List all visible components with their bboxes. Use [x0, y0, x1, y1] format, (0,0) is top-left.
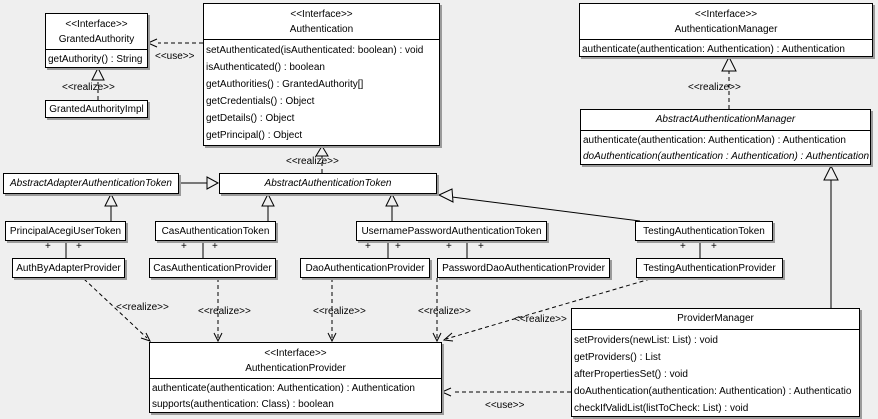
realize-label: <<realize>> [313, 306, 366, 317]
realize-label: <<realize>> [688, 82, 741, 93]
method: getCredentials() : Object [206, 96, 315, 107]
class-abstract-authentication-token: AbstractAuthenticationToken [219, 173, 437, 194]
plus-label: + [181, 241, 187, 252]
method: checkIfValidList(listToCheck: List) : vo… [574, 403, 749, 414]
class-provider-manager: ProviderManager setProviders(newList: Li… [571, 308, 860, 417]
use-provider-manager-to-authentication-provider [440, 387, 571, 397]
plus-label: + [446, 241, 452, 252]
realize-label: <<realize>> [514, 314, 567, 325]
generalization-username-password-token [385, 192, 399, 221]
class-authentication: <<Interface>> Authentication setAuthenti… [203, 3, 440, 146]
method: authenticate(authentication: Authenticat… [583, 135, 846, 146]
class-name: AuthenticationManager [674, 24, 778, 35]
method: afterPropertiesSet() : void [574, 369, 688, 380]
class-cas-authentication-token: CasAuthenticationToken [155, 221, 276, 241]
class-name: Authentication [289, 24, 354, 35]
method: authenticate(authentication: Authenticat… [152, 383, 415, 394]
class-name: TestingAuthenticationProvider [643, 262, 776, 274]
realize-label: <<realize>> [62, 82, 115, 93]
plus-label: + [76, 241, 82, 252]
class-principal-acegi-user-token: PrincipalAcegiUserToken [5, 221, 126, 241]
class-auth-by-adapter-provider: AuthByAdapterProvider [12, 258, 125, 278]
class-name: UsernamePasswordAuthenticationToken [361, 225, 542, 237]
class-name: AbstractAdapterAuthenticationToken [10, 178, 172, 189]
plus-label: + [212, 241, 218, 252]
generalization-testing-authentication-token [437, 188, 641, 222]
class-name: GrantedAuthorityImpl [49, 103, 144, 115]
method: getAuthority() : String [48, 54, 143, 65]
stereotype: <<Interface>> [290, 9, 353, 20]
use-label: <<use>> [485, 400, 525, 411]
plus-label: + [711, 241, 717, 252]
use-label: <<use>> [155, 51, 195, 62]
realize-label: <<realize>> [116, 302, 169, 313]
method: getDetails() : Object [206, 113, 295, 124]
plus-label: + [680, 241, 686, 252]
class-authentication-manager: <<Interface>> AuthenticationManager auth… [579, 3, 873, 57]
stereotype: <<Interface>> [694, 9, 758, 20]
plus-label: + [395, 241, 401, 252]
class-abstract-authentication-manager: AbstractAuthenticationManager authentica… [580, 109, 871, 165]
plus-label: + [365, 241, 371, 252]
method: getPrincipal() : Object [206, 130, 303, 141]
stereotype: <<Interface>> [65, 19, 128, 30]
generalization-principal-acegi-user-token [104, 192, 118, 221]
class-name: PasswordDaoAuthenticationProvider [442, 262, 605, 274]
method: getAuthorities() : GrantedAuthority[] [206, 79, 364, 90]
class-testing-authentication-provider: TestingAuthenticationProvider [636, 258, 783, 278]
class-testing-authentication-token: TestingAuthenticationToken [635, 221, 773, 241]
class-name: AuthenticationProvider [245, 363, 346, 374]
class-username-password-authentication-token: UsernamePasswordAuthenticationToken [356, 221, 547, 241]
method: isAuthenticated() : boolean [206, 62, 325, 73]
method: doAuthentication(authentication: Authent… [574, 386, 852, 397]
class-name: AbstractAuthenticationToken [264, 178, 392, 189]
class-granted-authority-impl: GrantedAuthorityImpl [45, 100, 148, 118]
class-name: AuthByAdapterProvider [16, 262, 121, 274]
generalization-cas-authentication-token [261, 192, 275, 221]
class-abstract-adapter-authentication-token: AbstractAdapterAuthenticationToken [3, 173, 179, 194]
class-name: GrantedAuthority [58, 34, 135, 45]
class-name: CasAuthenticationToken [161, 225, 270, 237]
class-name: PrincipalAcegiUserToken [9, 225, 122, 237]
method: supports(authentication: Class) : boolea… [152, 399, 334, 410]
method: getProviders() : List [574, 352, 661, 363]
method: authenticate(authentication: Authenticat… [582, 44, 845, 55]
plus-label: + [45, 241, 51, 252]
stereotype: <<Interface>> [264, 348, 327, 359]
method: doAuthentication(authentication : Authen… [583, 151, 870, 162]
method: setAuthenticated(isAuthenticated: boolea… [206, 45, 424, 56]
realize-label: <<realize>> [198, 306, 251, 317]
class-cas-authentication-provider: CasAuthenticationProvider [149, 258, 276, 278]
class-name: TestingAuthenticationToken [643, 225, 765, 237]
generalization-provider-manager-to-abstract-authentication-manager [823, 164, 839, 308]
class-name: DaoAuthenticationProvider [305, 262, 425, 274]
class-granted-authority: <<Interface>> GrantedAuthority getAuthor… [45, 13, 148, 68]
class-name: CasAuthenticationProvider [153, 262, 272, 274]
use-authentication-to-granted-authority [146, 38, 203, 48]
realize-label: <<realize>> [418, 306, 471, 317]
class-dao-authentication-provider: DaoAuthenticationProvider [300, 258, 430, 278]
class-authentication-provider: <<Interface>> AuthenticationProvider aut… [149, 342, 442, 413]
class-name: ProviderManager [572, 309, 859, 330]
class-password-dao-authentication-provider: PasswordDaoAuthenticationProvider [437, 258, 610, 278]
class-name: AbstractAuthenticationManager [581, 110, 870, 131]
generalization-abstract-adapter-token-to-abstract-token [179, 176, 220, 190]
realize-label: <<realize>> [286, 156, 339, 167]
method: setProviders(newList: List) : void [574, 335, 718, 346]
plus-label: + [478, 241, 484, 252]
